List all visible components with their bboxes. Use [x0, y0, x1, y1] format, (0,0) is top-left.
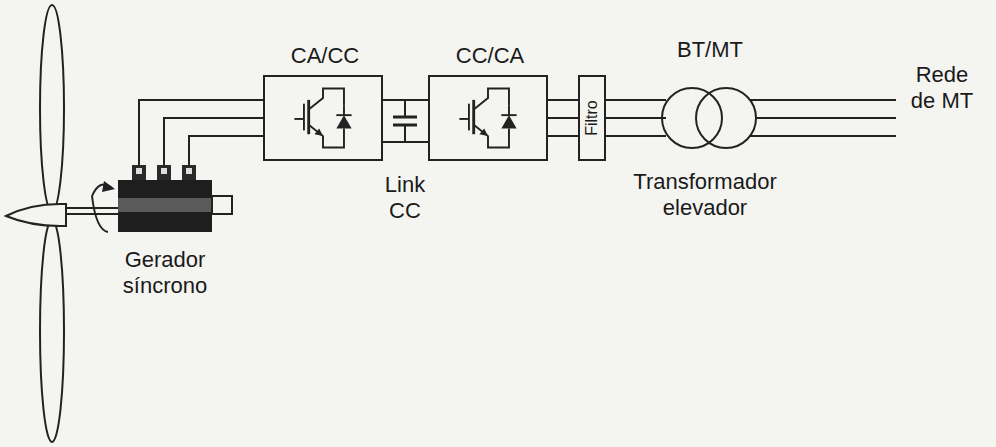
wire: [548, 135, 578, 137]
arrow-head: [102, 181, 115, 192]
wire: [383, 99, 428, 101]
wire: [548, 117, 578, 119]
rotation-arrow: [92, 196, 108, 232]
transformer-label: Transformador elevador: [620, 169, 790, 222]
converter-heading: CC/CA: [410, 43, 570, 69]
wire: [189, 136, 263, 165]
inverter-box-symbol: [430, 77, 546, 159]
step-up-transformer: BT/MTTransformador elevador: [660, 75, 760, 161]
filter-label: Filtro: [582, 100, 601, 136]
synchronous-generator: Gerador síncrono: [115, 163, 215, 235]
power-wire: [548, 100, 578, 136]
dc-link-label: Link CC: [370, 172, 440, 225]
step-up-transformer-symbol: [660, 75, 760, 161]
turbine-blade: [40, 220, 64, 442]
wire: [606, 117, 666, 119]
shaft: [66, 213, 118, 215]
generator-label: Gerador síncrono: [90, 247, 240, 300]
wire: [164, 118, 263, 165]
wire: [139, 100, 263, 165]
rectifier-box: CA/CC: [263, 75, 383, 161]
power-wire: [383, 100, 428, 142]
grid-label: Rede de MT: [902, 62, 982, 115]
grid-wire: [750, 135, 896, 137]
power-wire: [139, 100, 263, 165]
converter-heading: CA/CC: [245, 43, 405, 69]
capacitor-plate: [393, 116, 417, 119]
turbine-blade: [40, 5, 64, 211]
synchronous-generator-symbol: [115, 163, 215, 235]
shaft: [66, 207, 118, 209]
inverter-box: CC/CA: [428, 75, 548, 161]
capacitor-lead: [404, 100, 406, 117]
rectifier-box-symbol: [265, 77, 381, 159]
wire: [383, 141, 428, 143]
wire: [606, 99, 666, 101]
transformer-heading: BT/MT: [640, 37, 780, 63]
capacitor-lead: [404, 125, 406, 142]
power-wire: [606, 100, 666, 136]
grid-wire: [756, 117, 896, 119]
turbine-hub: [6, 204, 66, 226]
wire: [548, 99, 578, 101]
wire: [606, 135, 666, 137]
grid-wire: [750, 99, 896, 101]
filter-box: Filtro: [578, 75, 606, 161]
